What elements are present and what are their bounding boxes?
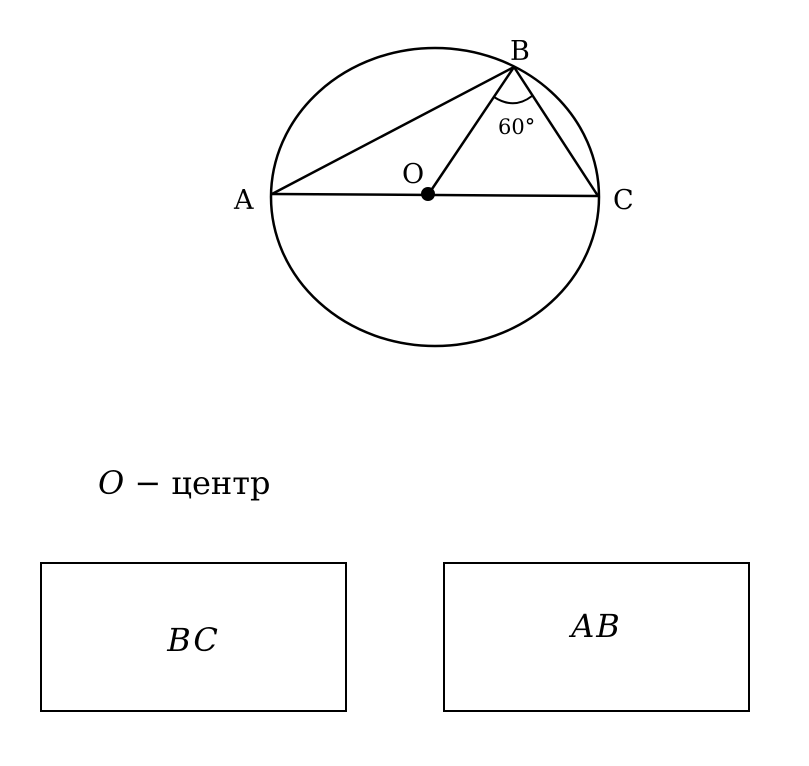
segment-ob (426, 66, 516, 196)
center-note-variable: O (98, 464, 125, 502)
segment-ab (271, 65, 515, 196)
circle (269, 46, 601, 348)
angle-arc (493, 95, 533, 105)
center-note-text: центр (171, 464, 271, 502)
point-label-c: C (613, 185, 634, 216)
point-label-b: B (510, 36, 530, 67)
angle-label: 60° (498, 115, 535, 139)
point-label-o: O (402, 159, 424, 190)
point-label-a: A (233, 185, 254, 216)
center-note: O − центр (98, 463, 270, 503)
answer-card-bc[interactable]: BC (40, 562, 347, 712)
answer-card-label: AB (571, 607, 622, 645)
answer-card-ab[interactable]: AB (443, 562, 750, 712)
segment-ac-diameter (271, 192, 599, 198)
segment-bc (512, 66, 600, 197)
center-note-dash: − (124, 464, 172, 502)
center-point-o (421, 187, 435, 201)
answer-card-label: BC (167, 621, 220, 659)
